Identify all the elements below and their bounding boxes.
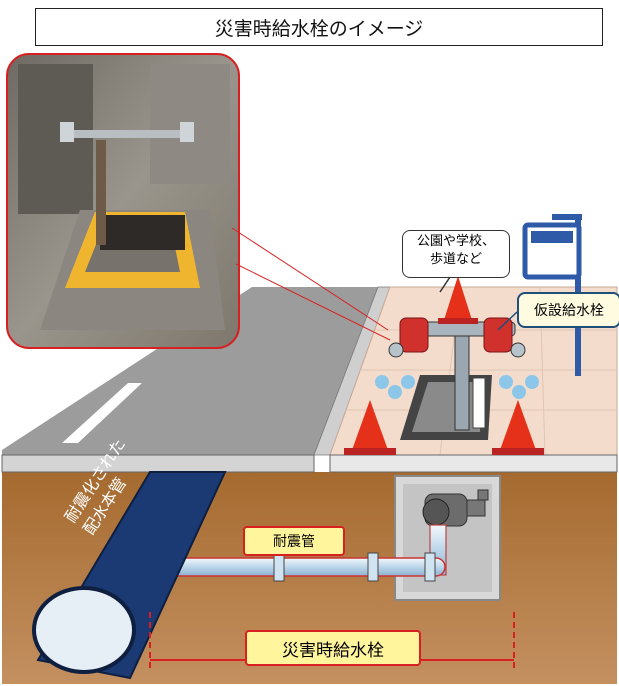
water-drops: [375, 375, 539, 399]
seismic-pipe-label: 耐震管: [243, 526, 345, 556]
lane-marking: [62, 383, 142, 443]
traffic-cone: [344, 400, 396, 455]
hydrant-left: [399, 317, 429, 353]
main-pipe-opening: [32, 586, 136, 674]
traffic-cone: [492, 400, 544, 455]
location-callout: 公園や学校、 歩道など: [402, 230, 510, 278]
location-callout-line2: 歩道など: [429, 252, 482, 267]
disaster-hydrant-label: 災害時給水栓: [245, 630, 421, 666]
valve-wheel: [422, 498, 450, 526]
traffic-cone: [438, 276, 478, 324]
photo-content: [18, 64, 230, 330]
road-edge: [1, 454, 315, 473]
seismic-pipe: [139, 557, 446, 577]
temporary-hydrant-callout: 仮設給水栓: [517, 292, 619, 328]
sidewalk-edge: [329, 454, 618, 473]
diagram-title: 災害時給水栓のイメージ: [35, 8, 603, 46]
location-callout-line1: 公園や学校、: [416, 234, 495, 249]
standpipe: [454, 329, 470, 431]
hydrant-right: [483, 317, 513, 353]
sign-arm: [552, 214, 582, 220]
